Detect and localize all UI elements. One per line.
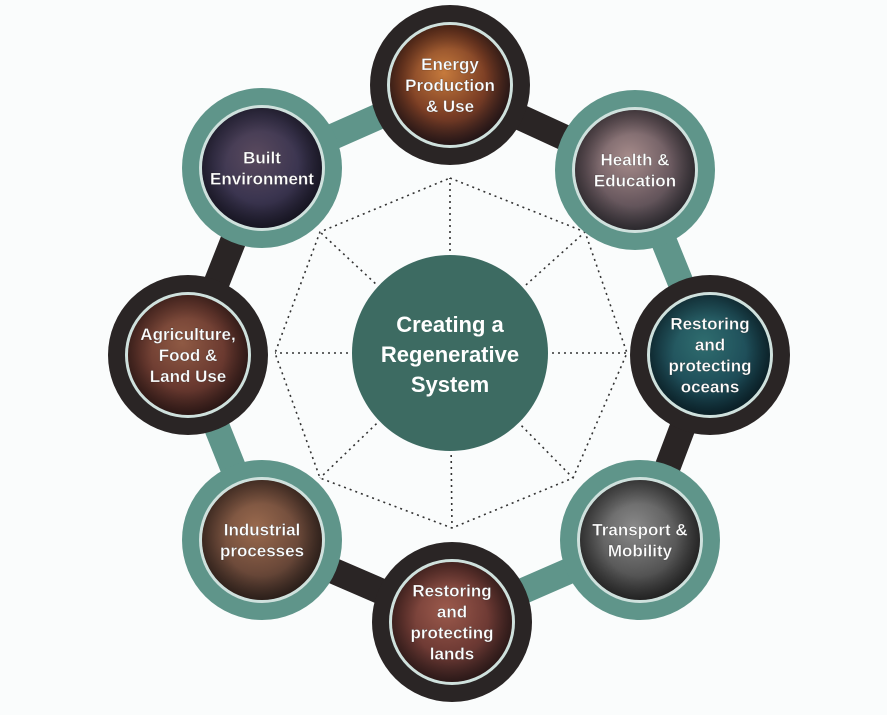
node-industrial-processes: Industrial processes (182, 460, 342, 620)
dotted-spoke (525, 231, 586, 286)
node-label-line: protecting (668, 357, 751, 376)
center-title-line: System (411, 372, 489, 397)
node-label-line: Built (243, 149, 281, 168)
node-label-line: lands (430, 645, 474, 664)
center-title-line: Regenerative (381, 342, 519, 367)
center-title-line: Creating a (396, 312, 504, 337)
node-label-line: Restoring (670, 315, 749, 334)
node-label-line: protecting (410, 624, 493, 643)
dotted-spoke (319, 231, 376, 285)
node-label-line: Health & (601, 151, 670, 170)
node-label-line: Mobility (608, 542, 673, 561)
node-label-line: Education (594, 172, 676, 191)
node-agriculture-food: Agriculture, Food & Land Use (108, 275, 268, 435)
node-label-line: Transport & (592, 521, 687, 540)
node-restoring-lands: Restoring and protecting lands (372, 542, 532, 702)
dotted-spoke (450, 454, 453, 529)
node-label-line: Energy (421, 55, 479, 74)
dotted-spoke (319, 423, 378, 479)
node-label-line: Environment (210, 170, 314, 189)
dotted-spoke (520, 425, 574, 479)
node-label-line: Industrial (224, 521, 301, 540)
node-restoring-oceans: Restoring and protecting oceans (630, 275, 790, 435)
node-label-line: & Use (426, 97, 474, 116)
node-label-line: Production (405, 76, 495, 95)
node-label-line: Agriculture, (140, 325, 235, 344)
node-label-line: oceans (681, 378, 740, 397)
node-label-line: Restoring (412, 582, 491, 601)
dotted-network (274, 177, 628, 529)
node-label-line: Land Use (150, 367, 227, 386)
node-label-line: and (437, 603, 467, 622)
node-label-line: and (695, 336, 725, 355)
node-health-education: Health & Education (555, 90, 715, 250)
node-label-line: processes (220, 542, 304, 561)
node-label-line: Food & (159, 346, 218, 365)
node-transport-mobility: Transport & Mobility (560, 460, 720, 620)
